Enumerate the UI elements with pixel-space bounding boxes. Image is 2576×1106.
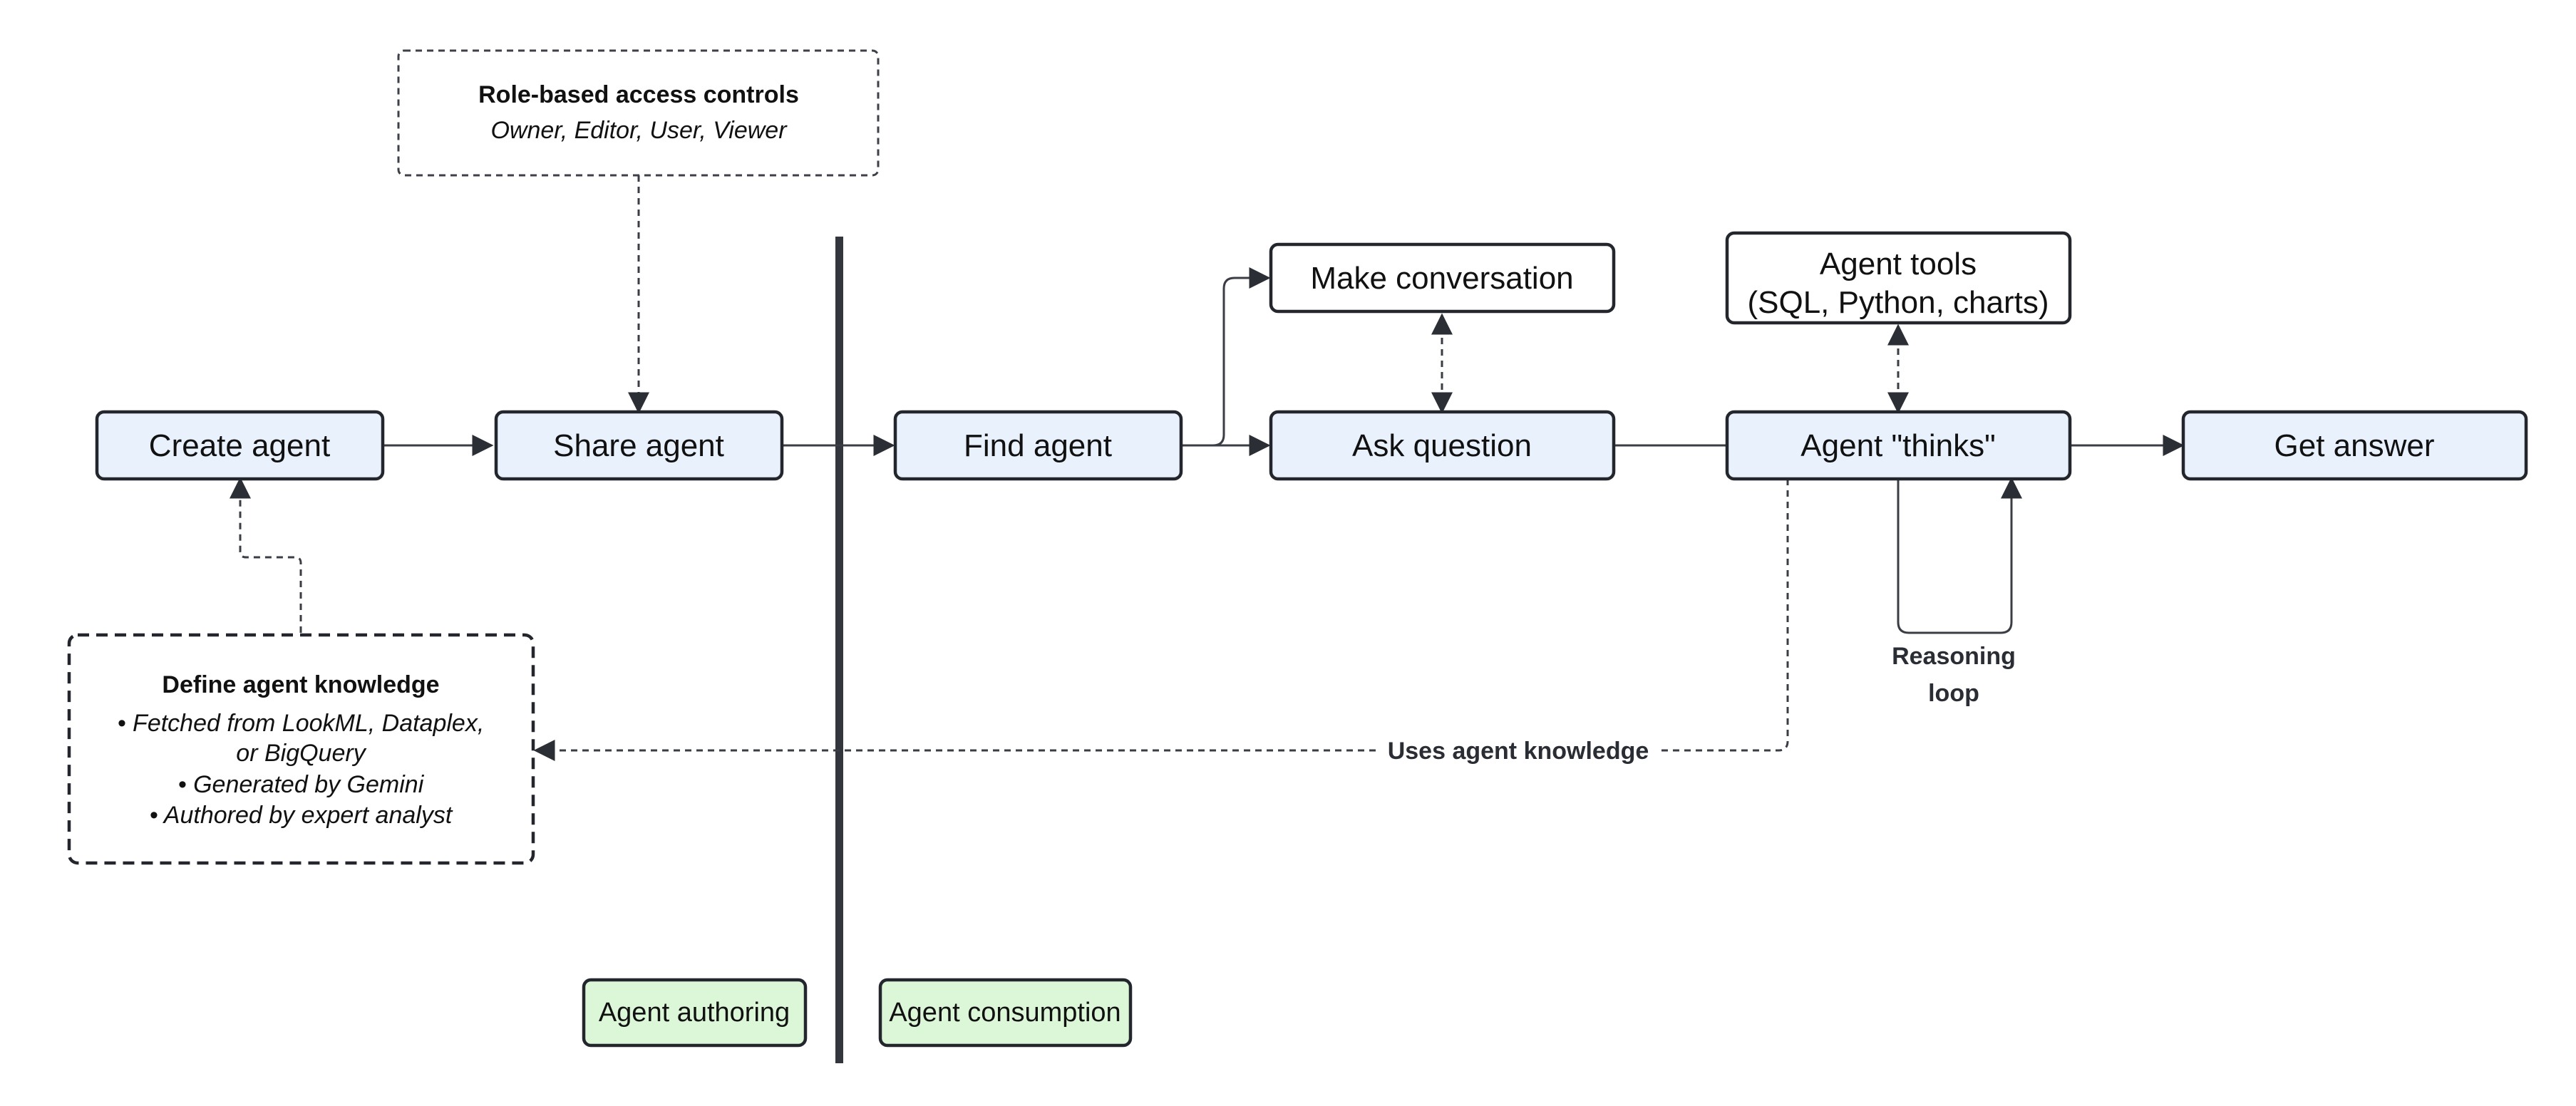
phase-authoring: Agent authoring [582,978,808,1048]
agent-knowledge-line: • Authored by expert analyst [150,802,453,829]
phase-consumption: Agent consumption [878,978,1133,1048]
agent-knowledge-line: • Fetched from LookML, Dataplex, [118,710,485,737]
node-find-agent[interactable]: Find agent [893,410,1183,481]
edge-find-to-conversation [1181,267,1271,447]
reasoning-loop-label-2: loop [1928,680,1979,707]
access-controls-note: Role-based access controls Owner, Editor… [397,49,880,177]
node-ask-question[interactable]: Ask question [1269,410,1616,481]
agent-knowledge-title: Define agent knowledge [162,671,439,698]
agent-tools-detail: (SQL, Python, charts) [1747,285,2049,320]
find-agent-label: Find agent [964,428,1112,463]
node-get-answer[interactable]: Get answer [2181,410,2528,481]
edge-reasoning-loop [1897,477,2022,634]
agent-tools-label: Agent tools [1820,247,1977,281]
agent-knowledge-line: • Generated by Gemini [178,771,425,798]
share-agent-label: Share agent [553,428,724,463]
get-answer-label: Get answer [2274,428,2435,463]
edge-uses-knowledge [535,479,1789,750]
agent-knowledge-note: Define agent knowledge • Fetched from Lo… [67,633,535,865]
phase-consumption-label: Agent consumption [889,998,1120,1028]
make-conversation-label: Make conversation [1310,261,1573,296]
node-make-conversation[interactable]: Make conversation [1269,242,1616,314]
access-controls-title: Role-based access controls [478,81,799,108]
ask-question-label: Ask question [1352,428,1532,463]
edge-knowledge-to-create [230,477,302,633]
phase-authoring-label: Agent authoring [599,998,790,1028]
node-agent-tools[interactable]: Agent tools (SQL, Python, charts) [1725,231,2072,325]
agent-thinks-label: Agent "thinks" [1800,428,1995,463]
reasoning-loop-label: Reasoning [1892,643,2016,670]
node-agent-thinks[interactable]: Agent "thinks" [1725,410,2072,481]
node-share-agent[interactable]: Share agent [494,410,784,481]
create-agent-label: Create agent [149,428,330,463]
phase-divider [835,237,843,1063]
access-controls-roles: Owner, Editor, User, Viewer [490,117,788,144]
agent-knowledge-line: or BigQuery [236,740,366,767]
uses-knowledge-label: Uses agent knowledge [1388,738,1649,765]
node-create-agent[interactable]: Create agent [95,410,385,481]
